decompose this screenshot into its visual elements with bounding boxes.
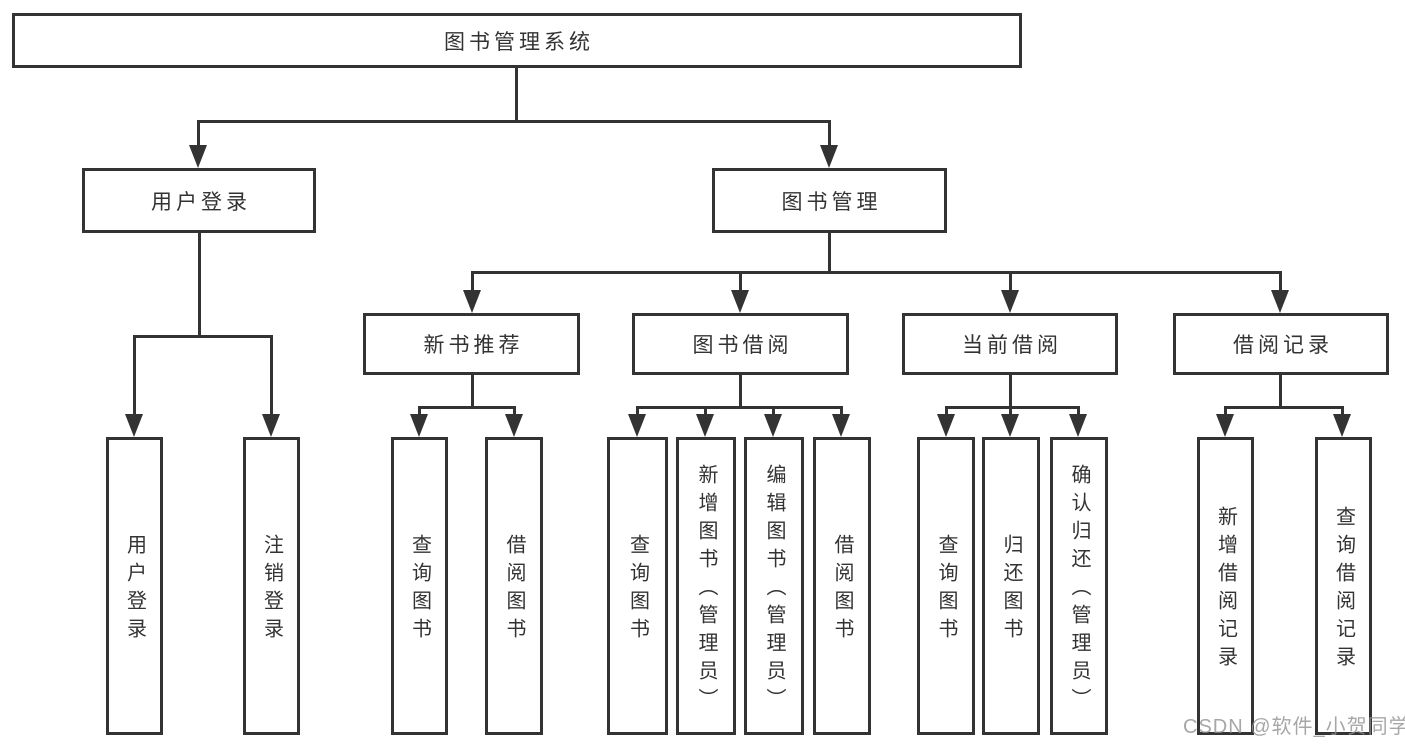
node-book-management: 图书管理 — [712, 168, 947, 233]
node-label: 借阅记录 — [1233, 334, 1333, 357]
connector-line — [636, 406, 639, 414]
arrow-down-icon — [832, 414, 850, 437]
node-label: 新书推荐 — [423, 334, 524, 357]
node-leaf-add-borrow-record: 新增借阅记录 — [1197, 437, 1254, 735]
arrow-down-icon — [820, 145, 838, 168]
node-label: 图书管理系统 — [444, 30, 594, 54]
node-new-book-recommend: 新书推荐 — [363, 313, 580, 375]
node-label: 新增借阅记录 — [1214, 506, 1237, 674]
arrow-down-icon — [189, 145, 207, 168]
arrow-down-icon — [731, 290, 749, 313]
connector-line — [513, 406, 516, 414]
node-current-borrowing: 当前借阅 — [902, 313, 1118, 375]
arrow-down-icon — [1271, 290, 1289, 313]
node-user-login: 用户登录 — [82, 168, 316, 233]
node-label: 确认归还（管理员） — [1068, 464, 1090, 716]
arrow-down-icon — [505, 414, 523, 437]
connector-line — [1009, 271, 1012, 290]
node-label: 用户登录 — [123, 534, 146, 646]
node-label: 用户登录 — [151, 190, 251, 214]
node-leaf-query-books-current: 查询图书 — [917, 437, 975, 735]
node-leaf-edit-books-admin: 编辑图书（管理员） — [744, 437, 804, 735]
arrow-down-icon — [628, 414, 646, 437]
connector-line — [1224, 406, 1344, 409]
node-label: 归还图书 — [1000, 534, 1022, 646]
arrow-down-icon — [764, 414, 782, 437]
arrow-down-icon — [1069, 414, 1087, 437]
node-label: 借阅图书 — [503, 534, 525, 646]
connector-line — [840, 406, 843, 414]
connector-line — [1077, 406, 1080, 414]
arrow-down-icon — [1333, 414, 1351, 437]
connector-line — [772, 406, 775, 414]
connector-line — [1279, 271, 1282, 290]
connector-line — [1009, 375, 1012, 406]
node-leaf-query-borrow-record: 查询借阅记录 — [1315, 437, 1372, 735]
connector-line — [133, 335, 136, 414]
arrow-down-icon — [937, 414, 955, 437]
connector-line — [197, 120, 200, 145]
node-leaf-borrow-books: 借阅图书 — [813, 437, 871, 735]
connector-line — [198, 233, 201, 335]
connector-line — [1009, 406, 1012, 414]
arrow-down-icon — [1001, 414, 1019, 437]
connector-line — [1224, 406, 1227, 414]
connector-line — [270, 335, 273, 414]
node-label: 查询图书 — [935, 534, 957, 646]
node-book-borrowing: 图书借阅 — [632, 313, 849, 375]
node-borrowing-records: 借阅记录 — [1173, 313, 1389, 375]
node-label: 查询图书 — [626, 534, 649, 646]
connector-line — [704, 406, 707, 414]
connector-line — [828, 233, 831, 271]
node-label: 查询图书 — [408, 534, 431, 646]
arrow-down-icon — [696, 414, 714, 437]
arrow-down-icon — [463, 290, 481, 313]
node-label: 图书借阅 — [692, 334, 793, 357]
node-leaf-borrow-books-recommend: 借阅图书 — [485, 437, 543, 735]
connector-line — [1279, 375, 1282, 406]
connector-line — [945, 406, 1080, 409]
node-leaf-add-books-admin: 新增图书（管理员） — [676, 437, 736, 735]
arrow-down-icon — [1001, 290, 1019, 313]
connector-line — [739, 271, 742, 290]
connector-line — [471, 375, 474, 406]
connector-line — [945, 406, 948, 414]
node-label: 当前借阅 — [962, 334, 1062, 357]
node-library-management-system: 图书管理系统 — [12, 13, 1022, 68]
connector-line — [636, 406, 843, 409]
connector-line — [418, 406, 516, 409]
node-label: 借阅图书 — [831, 534, 853, 646]
node-leaf-return-books: 归还图书 — [982, 437, 1040, 735]
connector-line — [418, 406, 421, 414]
connector-line — [197, 120, 831, 123]
node-label: 注销登录 — [260, 534, 283, 646]
node-label: 图书管理 — [781, 190, 882, 214]
arrow-down-icon — [410, 414, 428, 437]
node-leaf-query-books-borrowing: 查询图书 — [607, 437, 668, 735]
node-leaf-user-login: 用户登录 — [106, 437, 163, 735]
node-label: 查询借阅记录 — [1332, 506, 1355, 674]
connector-line — [133, 335, 273, 338]
node-leaf-query-books-recommend: 查询图书 — [391, 437, 448, 735]
arrow-down-icon — [125, 414, 143, 437]
node-leaf-confirm-return-admin: 确认归还（管理员） — [1050, 437, 1108, 735]
connector-line — [471, 271, 474, 290]
node-label: 编辑图书（管理员） — [763, 464, 785, 716]
connector-line — [471, 271, 1282, 274]
connector-line — [515, 68, 518, 120]
connector-line — [828, 120, 831, 145]
node-leaf-logout: 注销登录 — [243, 437, 300, 735]
node-label: 新增图书（管理员） — [695, 464, 717, 716]
arrow-down-icon — [262, 414, 280, 437]
arrow-down-icon — [1216, 414, 1234, 437]
connector-line — [1341, 406, 1344, 414]
csdn-watermark: CSDN @软件_小贺同学 — [1183, 716, 1405, 738]
connector-line — [739, 375, 742, 406]
